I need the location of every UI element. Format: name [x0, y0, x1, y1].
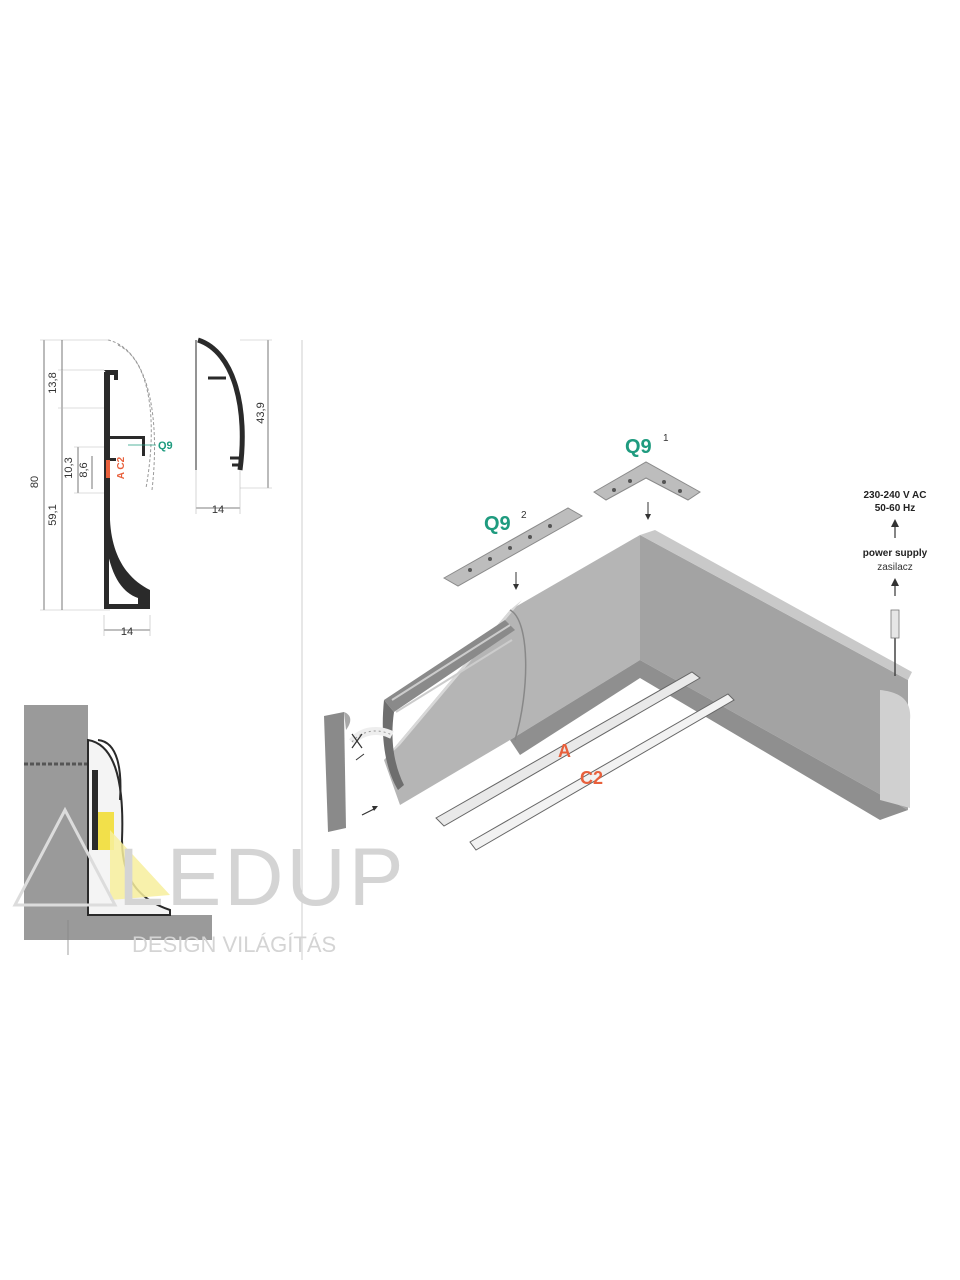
- dim-upper-height: 13,8: [47, 372, 59, 393]
- power-voltage: 230-240 V AC: [864, 490, 927, 501]
- label-insert-a: A: [558, 741, 571, 761]
- label-q9-corner-sup: 1: [663, 433, 669, 444]
- profile-cross-section: [40, 339, 156, 636]
- dim-total-height: 80: [29, 476, 41, 488]
- watermark-brand: LEDUP: [118, 832, 406, 923]
- label-insert-c2: C2: [580, 768, 603, 788]
- cover-cross-section: [195, 337, 272, 514]
- dim-cover-height: 43,9: [255, 402, 267, 423]
- exploded-assembly: [324, 461, 912, 851]
- label-q9-corner: Q9: [625, 436, 652, 458]
- power-label-pl: zasilacz: [877, 562, 913, 573]
- label-q9-section: Q9: [158, 440, 173, 452]
- label-q9-straight-sup: 2: [521, 510, 527, 521]
- dim-lower-height: 59,1: [47, 504, 59, 525]
- dim-slot-a: 10,3: [63, 457, 75, 478]
- label-q9-straight: Q9: [484, 513, 511, 535]
- label-ac2-section: A C2: [116, 456, 127, 479]
- dim-slot-b: 8,6: [78, 462, 90, 477]
- dim-cover-width: 14: [212, 504, 224, 516]
- dim-profile-width: 14: [121, 626, 133, 638]
- installed-section: [24, 705, 212, 955]
- watermark-tagline: DESIGN VILÁGÍTÁS: [132, 932, 336, 957]
- power-label-en: power supply: [863, 548, 928, 559]
- watermark: LEDUP DESIGN VILÁGÍTÁS: [12, 806, 406, 957]
- power-frequency: 50-60 Hz: [875, 503, 916, 514]
